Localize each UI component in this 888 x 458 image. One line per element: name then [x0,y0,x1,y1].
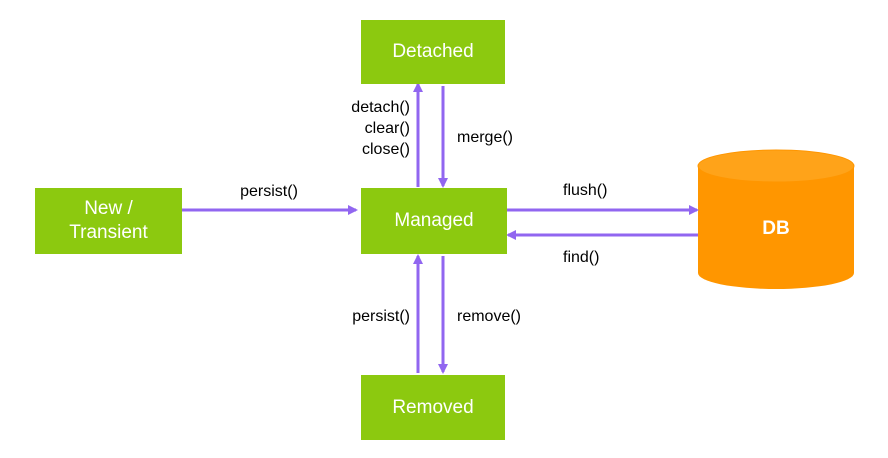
node-managed-label: Managed [394,210,474,231]
db-cylinder-body [698,166,854,289]
db-cylinder [697,149,855,289]
edge-label-flush: flush() [563,182,608,199]
edge-label-persist-removed: persist() [352,308,410,325]
node-new-label-line1: New / [84,198,133,219]
db-cylinder-top [697,149,855,183]
node-detached-label: Detached [392,41,474,62]
node-detached: Detached [361,20,505,84]
edge-label-detach-group: detach() clear() close() [326,97,410,160]
edge-label-merge: merge() [457,129,514,146]
node-new-label-line2: Transient [69,222,148,243]
edge-label-remove: remove() [457,308,522,325]
node-managed: Managed [361,188,507,254]
edge-label-close: close() [361,141,410,158]
edge-label-find: find() [563,249,600,266]
edge-label-clear: clear() [364,120,410,137]
edge-label-detach: detach() [351,99,410,116]
edge-label-persist-new: persist() [240,183,298,200]
node-db-label: DB [762,218,790,239]
node-removed: Removed [361,375,505,440]
node-new-transient: New / Transient [35,188,182,254]
node-removed-label: Removed [392,396,474,418]
